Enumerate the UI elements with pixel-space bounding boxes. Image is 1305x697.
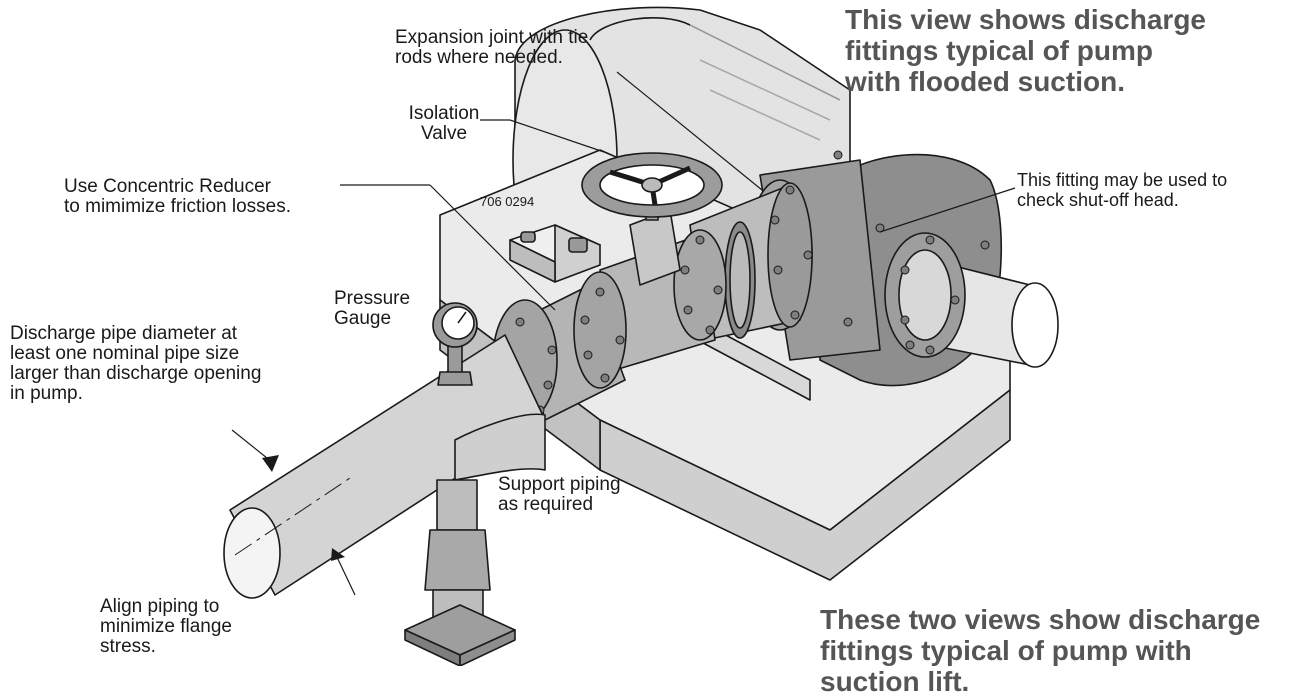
pump-discharge-diagram: This view shows discharge fittings typic… — [10, 4, 1260, 697]
callout-concentric-reducer: Use Concentric Reducer to mimimize frict… — [64, 177, 291, 217]
pressure-gauge — [432, 302, 478, 386]
leader-reducer-b — [429, 184, 556, 311]
callout-concentric-reducer-line-2: to mimimize friction losses. — [64, 196, 291, 217]
callout-discharge-pipe-line-2: least one nominal pipe size — [10, 343, 240, 364]
heading-top-line-2: fittings typical of pump — [845, 35, 1153, 66]
callout-align-piping-line-3: stress. — [100, 636, 156, 657]
callout-align-piping: Align piping to minimize flange stress. — [100, 597, 232, 657]
callout-align-piping-line-1: Align piping to — [100, 596, 220, 617]
heading-top-line-3: with flooded suction. — [845, 66, 1125, 97]
heading-bottom-line-1: These two views show discharge — [820, 604, 1261, 635]
callout-isolation-valve: Isolation Valve — [404, 104, 484, 144]
leader-expansion-joint — [616, 71, 763, 191]
callout-discharge-pipe-line-4: in pump. — [10, 383, 83, 404]
callout-fitting: This fitting may be used to check shut-o… — [1017, 170, 1227, 210]
figure-code: 706 0294 — [480, 194, 535, 209]
heading-bottom-line-3: suction lift. — [820, 666, 970, 697]
leader-lines — [231, 71, 1016, 596]
callout-pressure-gauge-line-2: Gauge — [334, 308, 392, 329]
callout-support-piping-line-1: Support piping — [498, 474, 621, 495]
discharge-pipe — [223, 334, 546, 599]
leader-discharge-pipe — [231, 429, 273, 463]
callout-support-piping-line-2: as required — [498, 494, 594, 515]
heading-bottom: These two views show discharge fittings … — [820, 604, 1260, 697]
callout-isolation-valve-line-1: Isolation — [408, 103, 480, 124]
heading-top-line-1: This view shows discharge — [845, 4, 1207, 35]
callout-expansion-joint-line-1: Expansion joint with tie — [395, 27, 589, 48]
suction-pipe — [884, 232, 1059, 368]
callout-discharge-pipe: Discharge pipe diameter at least one nom… — [10, 324, 261, 404]
callout-isolation-valve-line-2: Valve — [420, 123, 468, 144]
callout-discharge-pipe-line-3: larger than discharge opening — [10, 363, 262, 384]
callout-fitting-line-1: This fitting may be used to — [1017, 170, 1228, 190]
leader-align — [335, 554, 356, 596]
callout-concentric-reducer-line-1: Use Concentric Reducer — [64, 176, 271, 197]
callout-expansion-joint: Expansion joint with tie rods where need… — [395, 28, 588, 68]
callout-discharge-pipe-line-1: Discharge pipe diameter at — [10, 323, 238, 344]
callout-support-piping: Support piping as required — [498, 475, 621, 515]
support-stand — [404, 413, 546, 666]
leader-fitting — [879, 187, 1016, 233]
callout-pressure-gauge-line-1: Pressure — [334, 288, 411, 309]
arrow-align — [331, 548, 345, 561]
base-bolts — [509, 224, 601, 283]
callout-expansion-joint-line-2: rods where needed. — [395, 47, 563, 68]
heading-top: This view shows discharge fittings typic… — [845, 4, 1206, 97]
heading-bottom-line-2: fittings typical of pump with — [820, 635, 1192, 666]
callout-align-piping-line-2: minimize flange — [100, 616, 232, 637]
leader-isolation-valve-b — [509, 119, 605, 153]
callout-fitting-line-2: check shut-off head. — [1017, 190, 1179, 210]
callout-pressure-gauge: Pressure Gauge — [334, 289, 410, 329]
arrow-discharge-pipe — [262, 455, 279, 472]
